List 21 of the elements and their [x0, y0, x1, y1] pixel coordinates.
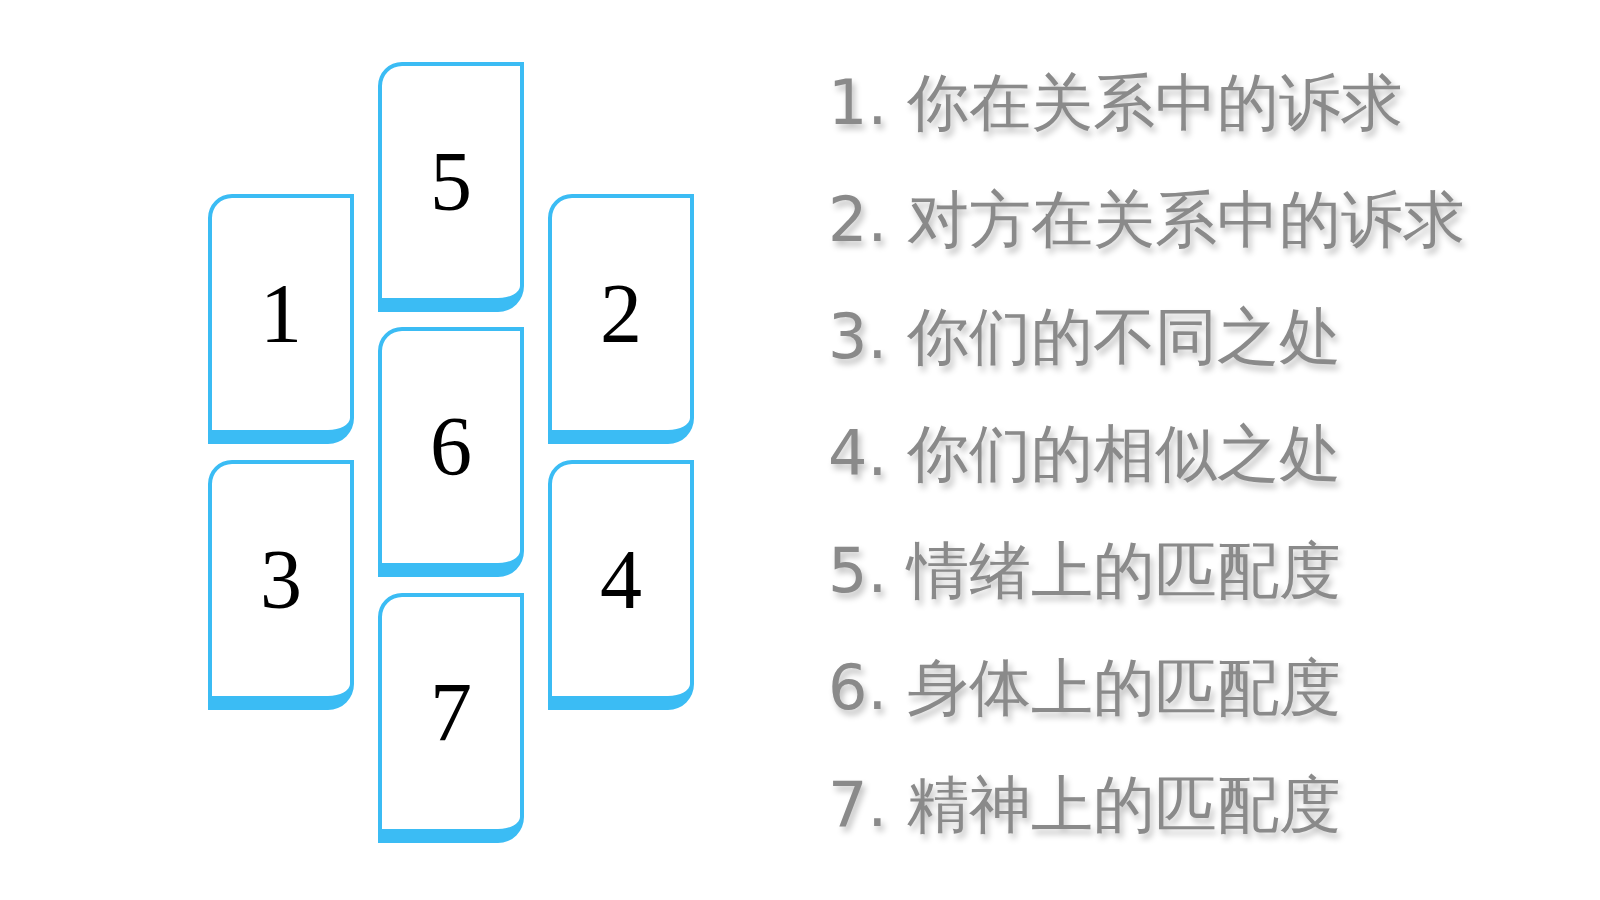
card-number: 4: [600, 538, 642, 622]
card: [378, 327, 524, 577]
card-number: 3: [260, 538, 302, 622]
card-number: 2: [600, 272, 642, 356]
card: [208, 194, 354, 444]
position-meaning-text: 7. 精神上的匹配度: [828, 774, 1341, 836]
position-meaning-text: 5. 情绪上的匹配度: [828, 540, 1341, 602]
card-number: 5: [430, 140, 472, 224]
position-meaning-text: 3. 你们的不同之处: [828, 306, 1341, 368]
position-meaning-text: 6. 身体上的匹配度: [828, 657, 1341, 719]
card: [378, 593, 524, 843]
card-number: 6: [430, 405, 472, 489]
position-meaning-text: 2. 对方在关系中的诉求: [828, 189, 1465, 251]
card: [208, 460, 354, 710]
card: [548, 194, 694, 444]
card-number: 7: [430, 671, 472, 755]
position-meaning-text: 1. 你在关系中的诉求: [828, 72, 1403, 134]
card: [548, 460, 694, 710]
card-number: 1: [260, 272, 302, 356]
card: [378, 62, 524, 312]
position-meaning-text: 4. 你们的相似之处: [828, 423, 1341, 485]
